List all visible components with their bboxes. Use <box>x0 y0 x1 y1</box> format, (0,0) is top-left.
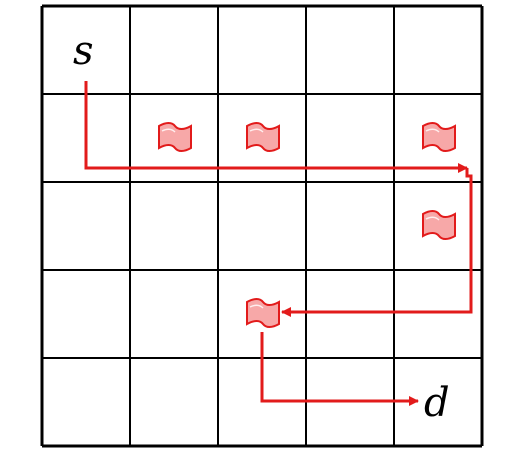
path-segment-3 <box>260 332 419 406</box>
flags <box>158 122 456 328</box>
flag-icon <box>246 298 280 328</box>
flag-icon <box>246 122 280 152</box>
destination-label: d <box>424 380 450 426</box>
flag-icon <box>422 122 456 152</box>
route-path <box>84 81 473 406</box>
flag-icon <box>422 210 456 240</box>
grid <box>40 4 484 448</box>
source-label: s <box>73 28 94 74</box>
labels: s d <box>73 28 450 426</box>
path-segment-1 <box>84 81 468 173</box>
path-segment-2 <box>281 168 473 317</box>
flag-icon <box>158 122 192 152</box>
